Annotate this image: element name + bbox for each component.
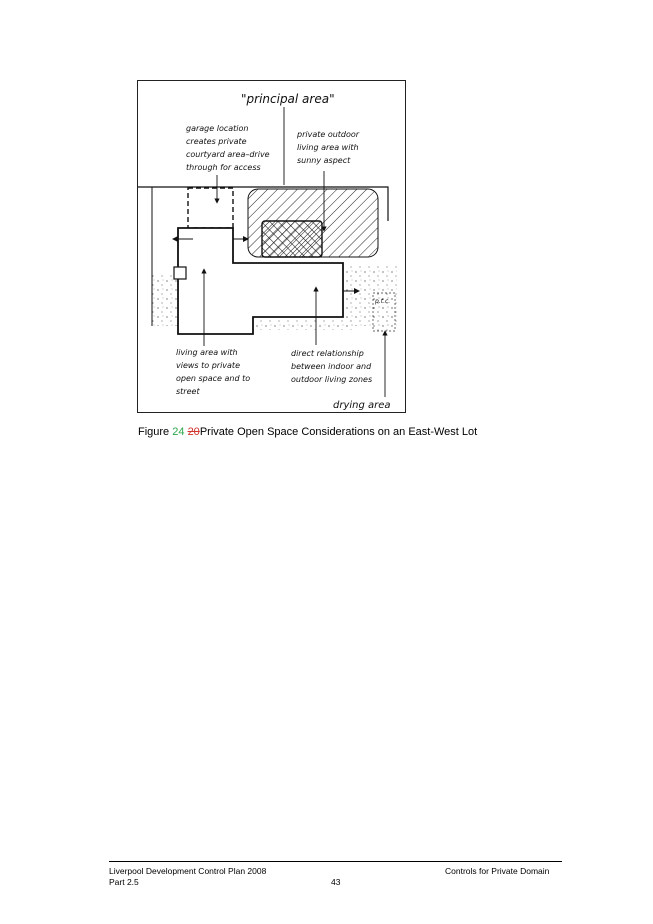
- relationship-note: direct relationship between indoor and o…: [291, 349, 374, 384]
- footer-divider: [109, 861, 562, 862]
- caption-old-number: 20: [187, 426, 200, 438]
- principal-area-label: "principal area": [241, 92, 335, 106]
- entry-box: [173, 266, 187, 280]
- site-plan-figure: "principal area" garage location creates…: [137, 80, 406, 413]
- side-yard-west: [152, 273, 182, 326]
- caption-prefix: Figure: [138, 426, 173, 438]
- rear-strip: [253, 317, 353, 330]
- drying-dot-label: p.t.c.: [374, 298, 390, 305]
- footer-left-line1: Liverpool Development Control Plan 2008: [109, 866, 267, 876]
- figure-caption: Figure 24 20Private Open Space Considera…: [138, 426, 477, 438]
- lot-boundary: [138, 186, 389, 221]
- page-number: 43: [331, 877, 341, 887]
- living-note: living area with views to private open s…: [176, 348, 253, 396]
- garage-note: garage location creates private courtyar…: [186, 124, 272, 172]
- garage-outline: [187, 187, 234, 229]
- caption-title: Private Open Space Considerations on an …: [199, 426, 478, 438]
- drying-area-label: drying area: [333, 400, 391, 411]
- footer-right: Controls for Private Domain: [445, 866, 550, 876]
- house-footprint: [177, 227, 344, 335]
- site-plan-diagram: "principal area" garage location creates…: [138, 92, 397, 411]
- footer-left-line2: Part 2.5: [109, 877, 139, 887]
- caption-new-number: 24: [172, 426, 185, 438]
- drying-area-zone: [372, 292, 396, 332]
- courtyard-focus: [261, 220, 323, 258]
- outdoor-note: private outdoor living area with sunny a…: [296, 130, 362, 165]
